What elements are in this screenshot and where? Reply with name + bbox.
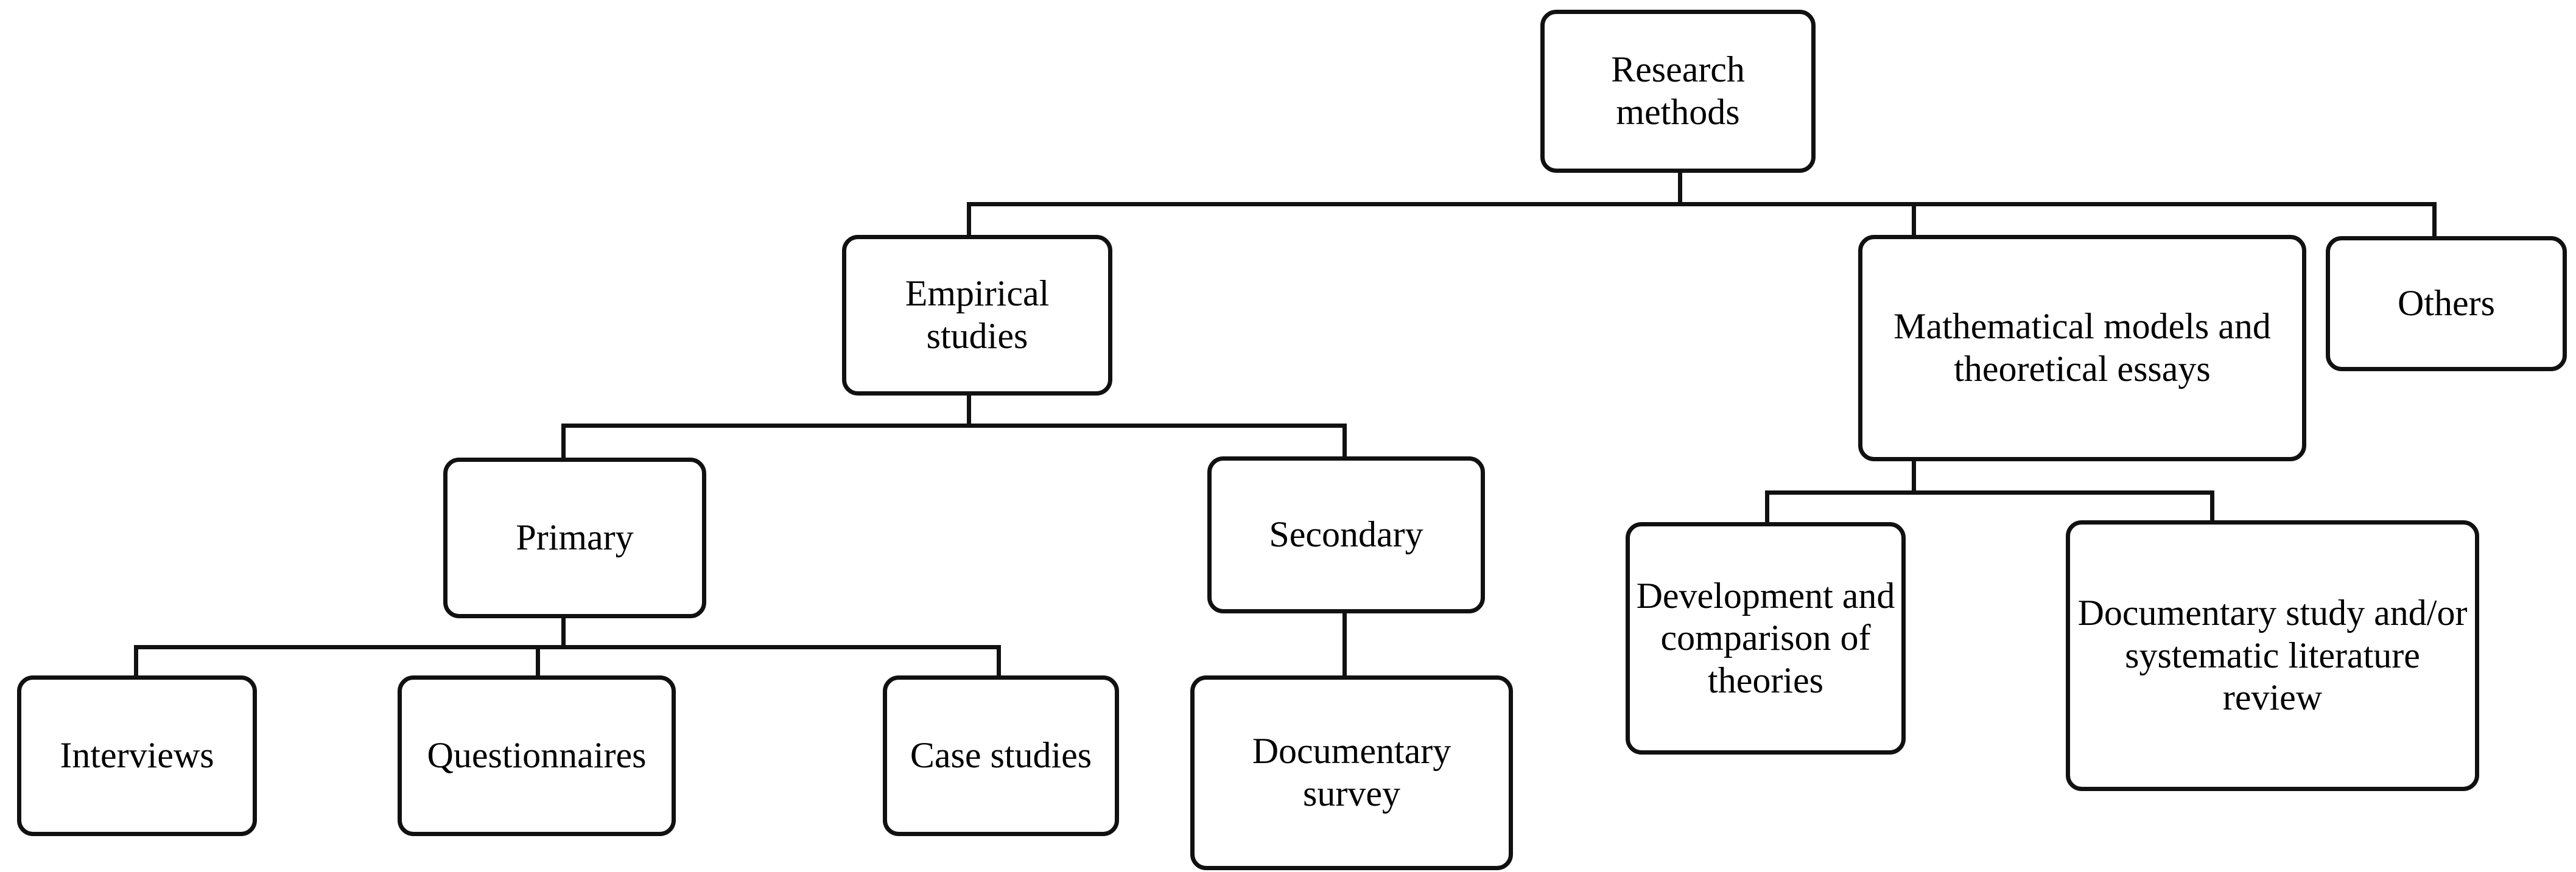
edge-secondary-to-documentary-survey (1342, 612, 1347, 675)
node-empirical-studies[interactable]: Empirical studies (842, 235, 1112, 396)
edge-empirical-children-bus (561, 424, 1347, 428)
node-case-studies[interactable]: Case studies (883, 675, 1119, 836)
edge-root-stem (1678, 172, 1682, 206)
edge-to-empirical-studies (967, 202, 971, 236)
edge-to-interviews (134, 645, 138, 677)
edge-to-others (2432, 202, 2437, 237)
node-development-theories[interactable]: Development and comparison of theories (1626, 522, 1906, 755)
node-interviews[interactable]: Interviews (17, 675, 257, 836)
node-others[interactable]: Others (2326, 236, 2567, 371)
node-primary[interactable]: Primary (443, 458, 706, 618)
edge-empirical-studies-stem (967, 394, 971, 426)
edge-to-case-studies (997, 645, 1001, 677)
node-questionnaires[interactable]: Questionnaires (398, 675, 676, 836)
edge-to-primary (561, 424, 566, 459)
edge-primary-children-bus (134, 645, 1001, 649)
edge-level2-bus (967, 202, 2437, 206)
edge-primary-stem (561, 617, 566, 647)
node-documentary-survey[interactable]: Documentary survey (1190, 675, 1513, 870)
edge-to-documentary-study (2210, 490, 2214, 521)
edge-to-secondary (1342, 424, 1347, 458)
node-documentary-study[interactable]: Documentary study and/or systematic lite… (2066, 520, 2479, 791)
node-research-methods[interactable]: Research methods (1540, 10, 1816, 173)
node-mathematical-models[interactable]: Mathematical models and theoretical essa… (1858, 235, 2306, 461)
edge-to-development-theories (1765, 490, 1769, 522)
edge-mathematical-models-stem (1912, 460, 1916, 493)
node-secondary[interactable]: Secondary (1207, 456, 1485, 613)
edge-to-questionnaires (536, 645, 540, 677)
edge-mathematical-children-bus (1765, 490, 2214, 495)
edge-to-mathematical-models (1912, 202, 1916, 236)
